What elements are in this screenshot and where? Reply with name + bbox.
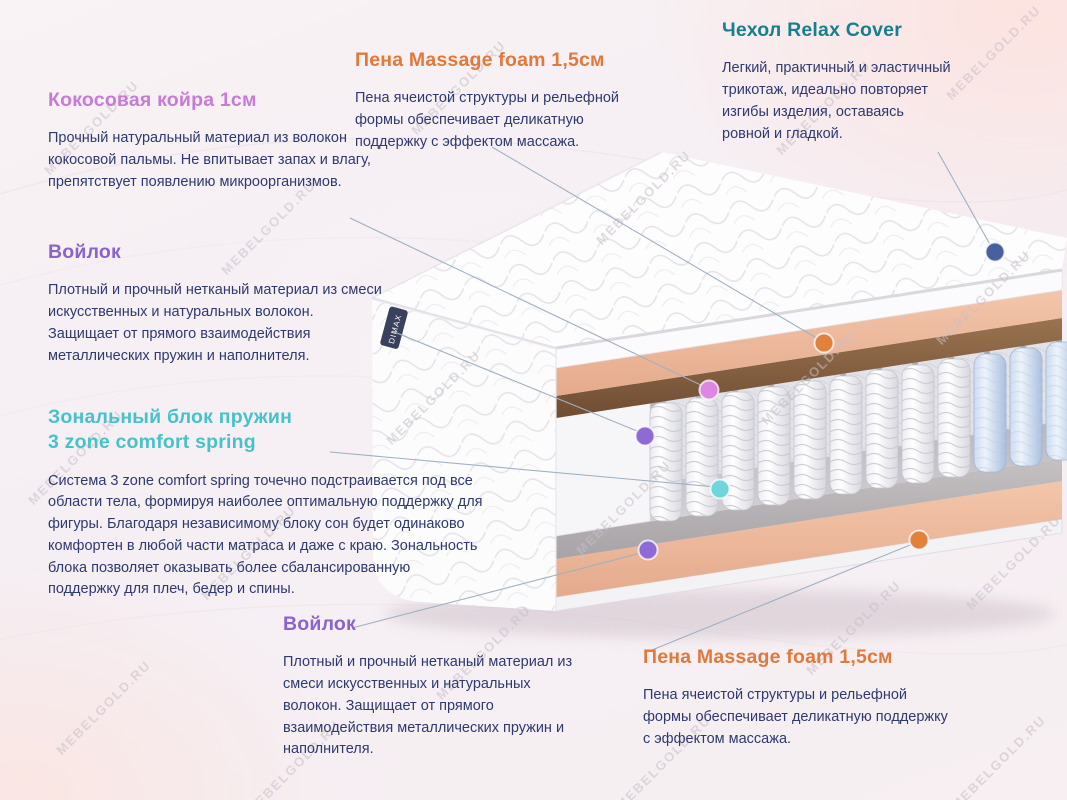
callout-springs-body: Система 3 zone comfort spring точечно по…: [48, 472, 483, 598]
bottom-cover-edge: [555, 518, 1063, 612]
leader-foam-top: [491, 146, 821, 341]
watermark-text: MEBELGOLD.RU: [943, 2, 1044, 103]
leader-coir: [349, 217, 706, 388]
callout-cover: Чехол Relax Cover Легкий, практичный и э…: [722, 18, 952, 145]
callout-foam-bottom-title: Пена Massage foam 1,5см: [643, 646, 893, 668]
dot-foam-bottom: [908, 529, 930, 551]
mattress-top-face: [371, 151, 1067, 350]
watermark-text: MEBELGOLD.RU: [948, 712, 1049, 800]
callout-cover-title: Чехол Relax Cover: [722, 19, 903, 41]
callout-felt-bottom-body: Плотный и прочный нетканый материал из с…: [283, 654, 573, 758]
callout-coir-title: Кокосовая койра 1см: [48, 89, 257, 111]
callout-springs-title: Зональный блок пружин 3 zone comfort spr…: [48, 405, 486, 456]
dot-springs: [709, 478, 731, 500]
dot-cover: [984, 241, 1006, 263]
leader-foam-bottom: [651, 542, 916, 651]
callout-foam-bottom-body: Пена ячеистой структуры и рельефной форм…: [643, 687, 948, 747]
layer-foam-bottom: [556, 481, 1062, 597]
brand-tag-label: DIMAX: [387, 313, 404, 345]
callout-foam-top-title: Пена Massage foam 1,5см: [355, 49, 605, 71]
watermark-text: MEBELGOLD.RU: [963, 512, 1064, 613]
callout-foam-top-body: Пена ячеистой структуры и рельефной форм…: [355, 90, 619, 150]
pocket-springs: [649, 341, 1067, 522]
callout-felt-top-body: Плотный и прочный нетканый материал из с…: [48, 282, 382, 364]
foam-encasement: [555, 402, 651, 537]
callout-foam-top: Пена Massage foam 1,5см Пена ячеистой ст…: [355, 48, 655, 154]
watermark-text: MEBELGOLD.RU: [758, 327, 859, 428]
layer-felt-bottom: [556, 458, 1062, 559]
callout-springs-title-line2: 3 zone comfort spring: [48, 431, 256, 454]
dot-felt-top: [634, 425, 656, 447]
callout-coir-body: Прочный натуральный материал из волокон …: [48, 130, 371, 190]
callout-springs-title-line1: Зональный блок пружин: [48, 406, 293, 428]
watermark-text: MEBELGOLD.RU: [573, 457, 674, 558]
callout-foam-bottom: Пена Massage foam 1,5см Пена ячеистой ст…: [643, 645, 958, 751]
dot-foam-top: [813, 332, 835, 354]
callout-felt-top: Войлок Плотный и прочный нетканый матери…: [48, 240, 386, 367]
dot-felt-bottom: [637, 539, 659, 561]
dot-coir: [698, 379, 720, 401]
callout-coir: Кокосовая койра 1см Прочный натуральный …: [48, 88, 373, 194]
leader-cover: [937, 151, 993, 249]
watermark-text: MEBELGOLD.RU: [933, 247, 1034, 348]
watermark-text: MEBELGOLD.RU: [593, 147, 694, 248]
layer-cover-band: [555, 269, 1063, 369]
layer-foam-top: [556, 290, 1062, 396]
callout-felt-bottom-title: Войлок: [283, 613, 356, 635]
callout-felt-top-title: Войлок: [48, 241, 121, 263]
spring-cavity: [556, 340, 1062, 536]
callout-springs: Зональный блок пружин 3 zone comfort spr…: [48, 405, 486, 601]
callout-cover-body: Легкий, практичный и эластичный трикотаж…: [722, 60, 951, 142]
layer-coir: [556, 318, 1062, 418]
callout-felt-bottom: Войлок Плотный и прочный нетканый матери…: [283, 612, 583, 761]
watermark-text: MEBELGOLD.RU: [53, 657, 154, 758]
